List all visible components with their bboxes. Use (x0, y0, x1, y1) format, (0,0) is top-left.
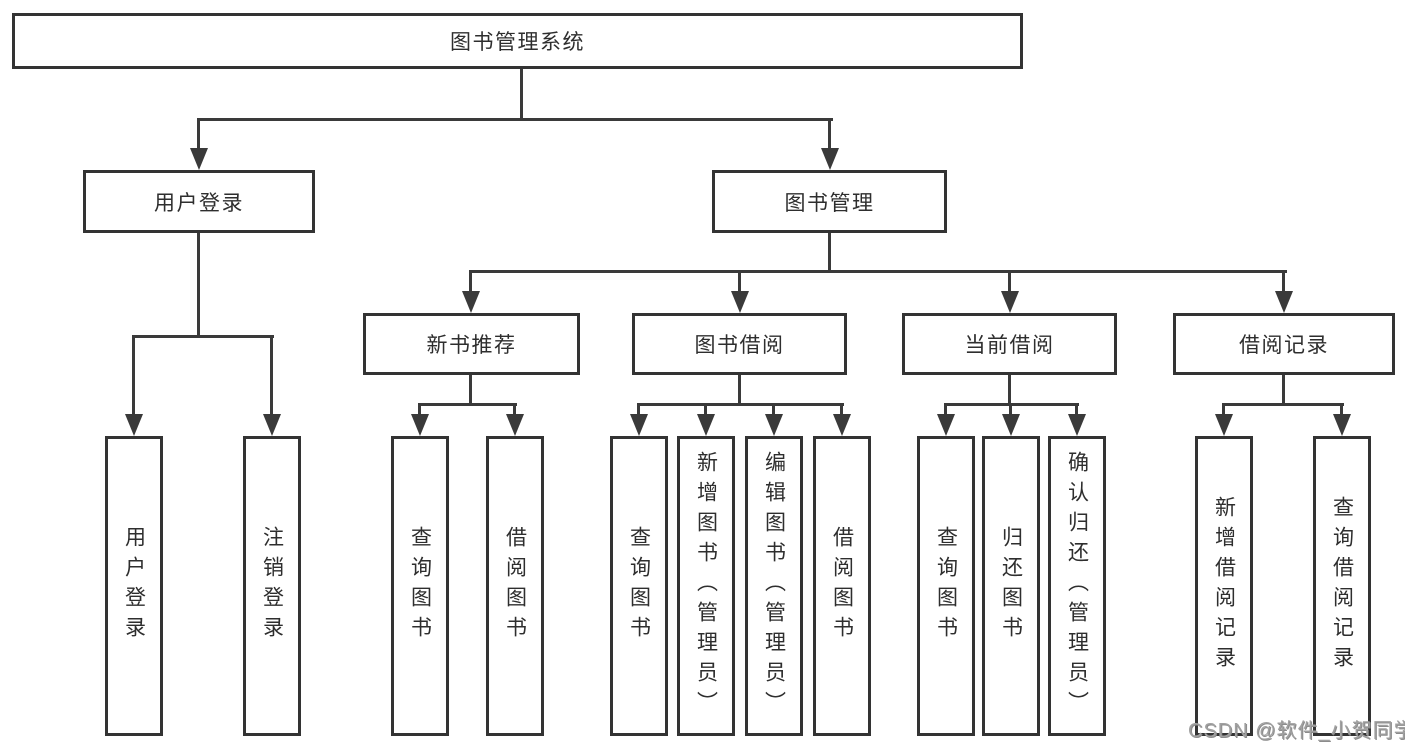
connector-leaf-user-login-drop (132, 335, 135, 416)
connector-user-group-hbar (132, 335, 274, 338)
connector-user-login-drop (197, 118, 200, 150)
csdn-watermark: CSDN @软件_小贺同学 (1188, 720, 1405, 742)
connector-leaf-logout-drop (270, 335, 273, 416)
connector-cb-leaf1-drop (944, 403, 947, 417)
connector-bb-leaf4-drop (840, 403, 843, 417)
node-leaf-bb-borrow-books: 借阅图书 (813, 436, 871, 736)
node-leaf-logout: 注销登录 (243, 436, 301, 736)
node-label: 用户登录 (154, 191, 244, 215)
arrowhead-nbr-leaf1 (411, 414, 429, 436)
node-leaf-user-login: 用户登录 (105, 436, 163, 736)
arrowhead-cb-leaf3 (1068, 414, 1086, 436)
node-label: 当前借阅 (964, 334, 1055, 357)
arrowhead-nbr-leaf2 (506, 414, 524, 436)
connector-book-mgmt-stem (828, 233, 831, 273)
node-borrowing-records: 借阅记录 (1173, 313, 1395, 375)
node-leaf-nbr-query-books: 查询图书 (391, 436, 449, 736)
connector-user-group-stem (197, 233, 200, 338)
arrowhead-borrow-record (1275, 291, 1293, 313)
node-leaf-br-query-borrow-record: 查询借阅记录 (1313, 436, 1371, 736)
node-label: 查询图书 (627, 526, 651, 646)
connector-book-mgmt-drop (828, 118, 831, 150)
arrowhead-cb-leaf1 (937, 414, 955, 436)
arrowhead-br-leaf2 (1333, 414, 1351, 436)
connector-current-borrow-drop (1008, 270, 1011, 293)
node-label: 图书管理 (784, 191, 875, 215)
node-new-book-recommendation: 新书推荐 (363, 313, 580, 375)
connector-bb-hbar (637, 403, 844, 406)
connector-new-book-rec-drop (469, 270, 472, 293)
connector-nbr-hbar (418, 403, 517, 406)
connector-bb-leaf3-drop (772, 403, 775, 417)
node-label: 新增图书（管理员） (694, 451, 718, 721)
arrowhead-bb-leaf3 (765, 414, 783, 436)
node-label: 查询图书 (934, 526, 958, 646)
connector-cb-leaf2-drop (1009, 403, 1012, 417)
node-leaf-cb-query-books: 查询图书 (917, 436, 975, 736)
connector-bb-stem (738, 375, 741, 406)
node-label: 图书管理系统 (450, 31, 585, 54)
arrowhead-current-borrow (1001, 291, 1019, 313)
arrowhead-book-borrow (731, 291, 749, 313)
node-label: 借阅记录 (1239, 334, 1329, 357)
node-leaf-bb-add-books-admin: 新增图书（管理员） (677, 436, 735, 736)
node-label: 查询借阅记录 (1330, 496, 1354, 676)
node-book-borrowing: 图书借阅 (632, 313, 847, 375)
node-leaf-bb-query-books: 查询图书 (610, 436, 668, 736)
arrowhead-bb-leaf4 (833, 414, 851, 436)
node-label: 确认归还（管理员） (1065, 451, 1089, 721)
connector-cb-leaf3-drop (1075, 403, 1078, 417)
connector-book-borrow-drop (738, 270, 741, 293)
node-label: 新书推荐 (426, 334, 517, 357)
node-leaf-nbr-borrow-books: 借阅图书 (486, 436, 544, 736)
arrowhead-leaf-logout (263, 414, 281, 436)
connector-br-hbar (1222, 403, 1344, 406)
connector-nbr-leaf2-drop (513, 403, 516, 417)
connector-borrow-record-drop (1282, 270, 1285, 293)
node-leaf-cb-return-books: 归还图书 (982, 436, 1040, 736)
connector-bb-leaf2-drop (704, 403, 707, 417)
arrowhead-user-login (190, 148, 208, 170)
connector-book-mgmt-hbar (469, 270, 1287, 273)
connector-root-hbar (197, 118, 833, 121)
arrowhead-br-leaf1 (1215, 414, 1233, 436)
arrowhead-book-mgmt (821, 148, 839, 170)
node-label: 图书借阅 (694, 334, 785, 357)
node-leaf-br-add-borrow-record: 新增借阅记录 (1195, 436, 1253, 736)
connector-root-stem (520, 69, 523, 121)
node-current-borrowing: 当前借阅 (902, 313, 1117, 375)
node-library-management-system: 图书管理系统 (12, 13, 1023, 69)
connector-br-leaf1-drop (1222, 403, 1225, 417)
connector-nbr-leaf1-drop (418, 403, 421, 417)
arrowhead-bb-leaf2 (697, 414, 715, 436)
connector-bb-leaf1-drop (637, 403, 640, 417)
node-user-login-group: 用户登录 (83, 170, 315, 233)
connector-br-stem (1282, 375, 1285, 406)
arrowhead-bb-leaf1 (630, 414, 648, 436)
node-leaf-bb-edit-books-admin: 编辑图书（管理员） (745, 436, 803, 736)
node-label: 用户登录 (122, 526, 146, 646)
connector-br-leaf2-drop (1340, 403, 1343, 417)
node-book-management: 图书管理 (712, 170, 947, 233)
node-label: 借阅图书 (830, 526, 854, 646)
node-label: 查询图书 (408, 526, 432, 646)
connector-cb-stem (1008, 375, 1011, 406)
node-label: 借阅图书 (503, 526, 527, 646)
node-leaf-cb-confirm-return-admin: 确认归还（管理员） (1048, 436, 1106, 736)
arrowhead-cb-leaf2 (1002, 414, 1020, 436)
node-label: 编辑图书（管理员） (762, 451, 786, 721)
node-label: 注销登录 (260, 526, 284, 646)
node-label: 新增借阅记录 (1212, 496, 1236, 676)
arrowhead-new-book-rec (462, 291, 480, 313)
arrowhead-leaf-user-login (125, 414, 143, 436)
connector-nbr-stem (469, 375, 472, 406)
node-label: 归还图书 (999, 526, 1023, 646)
